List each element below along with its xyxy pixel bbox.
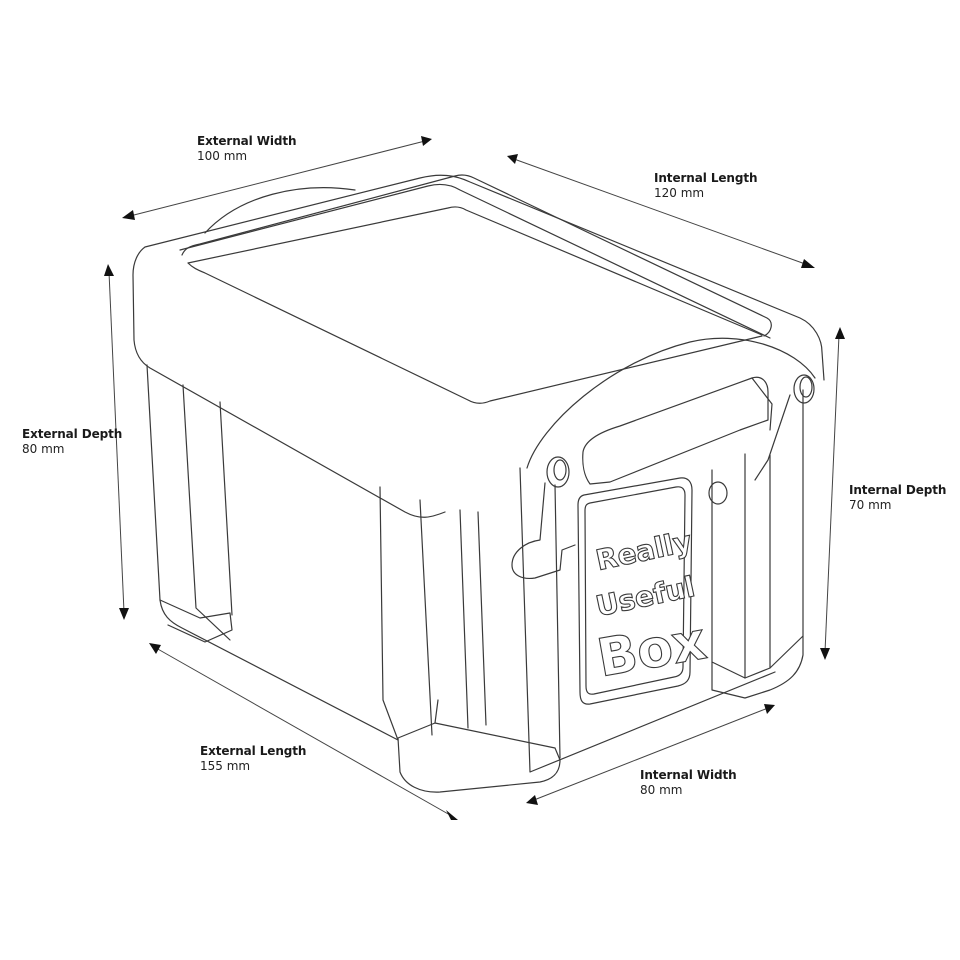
dimension-name: External Depth	[22, 427, 123, 441]
dimension-value: 70 mm	[849, 498, 892, 512]
dimension-value: 155 mm	[200, 759, 251, 773]
box-body	[132, 174, 825, 793]
dimension-value: 80 mm	[22, 442, 65, 456]
label-external-width: External Width 100 mm	[197, 134, 297, 164]
dimension-name: External Width	[197, 134, 297, 148]
label-external-depth: External Depth 80 mm	[22, 427, 122, 457]
brand-plate: Really Useful Box	[577, 477, 711, 705]
dimension-name: Internal Depth	[849, 483, 947, 497]
dimension-arrows	[104, 136, 845, 820]
dimension-value: 120 mm	[654, 186, 705, 200]
brand-text-line3: Box	[593, 611, 711, 689]
label-internal-depth: Internal Depth 70 mm	[849, 483, 946, 513]
label-internal-length: Internal Length 120 mm	[654, 171, 758, 201]
label-external-length: External Length 155 mm	[200, 744, 306, 774]
dimension-name: Internal Width	[640, 768, 737, 782]
dimension-value: 80 mm	[640, 783, 683, 797]
dimension-name: Internal Length	[654, 171, 758, 185]
brand-text-line1: Really	[593, 525, 695, 577]
label-internal-width: Internal Width 80 mm	[640, 768, 737, 798]
dimension-value: 100 mm	[197, 149, 248, 163]
dimension-name: External Length	[200, 744, 307, 758]
